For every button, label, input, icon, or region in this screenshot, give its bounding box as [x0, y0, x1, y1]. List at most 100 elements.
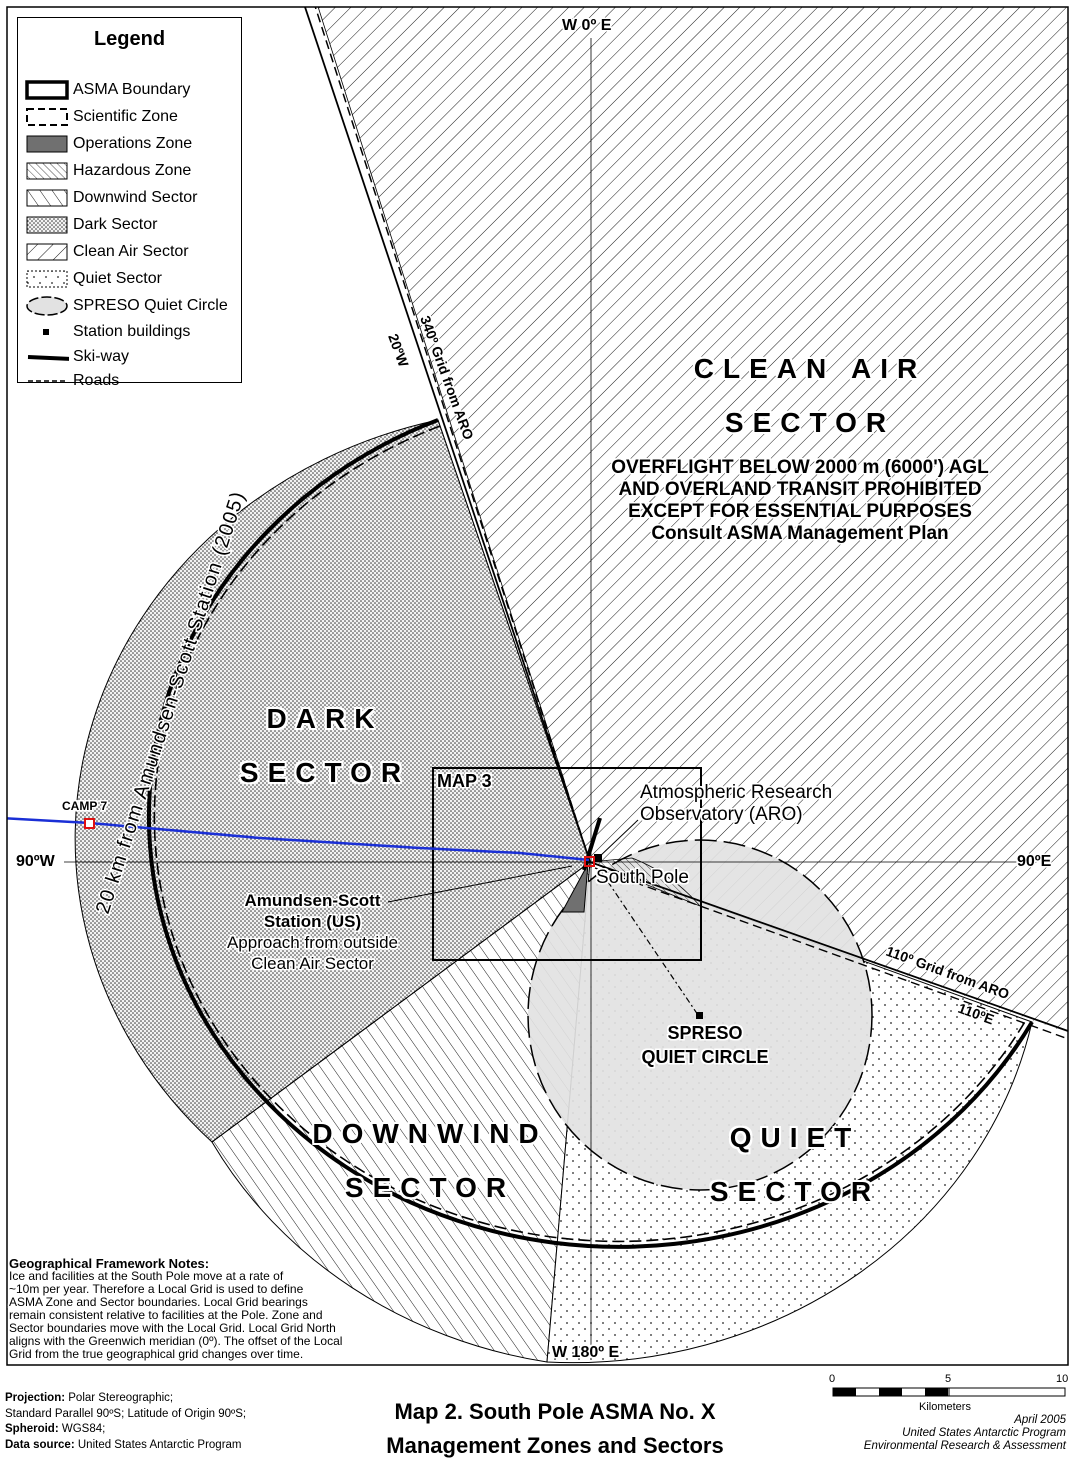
downwind-sector-swatch-icon — [26, 189, 68, 207]
aro-leader — [597, 819, 639, 859]
dark-sector-label: DARK SECTOR — [200, 692, 450, 800]
legend-label: Ski-way — [73, 348, 130, 365]
south-pole-marker — [584, 856, 595, 867]
legend-label: Station buildings — [73, 323, 191, 340]
legend-item-ski-way: Ski-way — [25, 345, 129, 369]
grid-110-line-dashed — [594, 867, 1068, 1040]
clean-air-sector-label: CLEAN AIR SECTOR — [650, 342, 970, 450]
aro-line1: Atmospheric Research — [640, 782, 833, 803]
scale-tick-10: 10 — [1056, 1373, 1069, 1385]
asma-boundary — [146, 418, 1034, 1249]
map-title: Map 2. South Pole ASMA No. X Management … — [340, 1395, 770, 1463]
clean-air-line2: SECTOR — [724, 407, 896, 438]
legend-item-operations-zone: Operations Zone — [25, 132, 192, 156]
ski-way-swatch-icon — [27, 355, 69, 361]
notice-line-1: OVERFLIGHT BELOW 2000 m (6000') AGL — [611, 457, 989, 478]
south-pole-label: South Pole — [596, 867, 689, 888]
overflight-notice: OVERFLIGHT BELOW 2000 m (6000') AGL AND … — [560, 457, 1040, 545]
downwind-sector-label: DOWNWIND SECTOR — [280, 1107, 580, 1215]
notes-line-5: Sector boundaries move with the Local Gr… — [9, 1321, 336, 1335]
spreso-circle-swatch-icon — [26, 296, 68, 316]
station-building-swatch-icon — [43, 329, 49, 335]
standard-parallel: Standard Parallel 90ºS; Latitude of Orig… — [5, 1407, 247, 1420]
meridian-left-label: 90ºW — [16, 853, 55, 870]
map3-box — [432, 767, 702, 961]
data-source-value: United States Antarctic Program — [77, 1438, 242, 1451]
spreso-center-marker — [696, 1012, 703, 1019]
meridian-top-label: W 0º E — [562, 17, 612, 34]
legend-item-roads: Roads — [25, 369, 119, 393]
aro-label: Atmospheric Research Observatory (ARO) — [640, 782, 832, 826]
notes-line-4: remain consistent relative to facilities… — [9, 1308, 323, 1322]
scientific-zone-boundary — [153, 425, 1027, 1243]
legend-label: Operations Zone — [73, 135, 193, 152]
notes-line-2: ~10m per year. Therefore a Local Grid is… — [9, 1282, 304, 1296]
legend-item-spreso-circle: SPRESO Quiet Circle — [25, 294, 228, 318]
scientific-zone-swatch-icon — [26, 108, 68, 126]
meridian-right-label: 90ºE — [1017, 853, 1052, 870]
legend-item-station-buildings: Station buildings — [25, 320, 190, 344]
camp7-label: CAMP 7 — [62, 799, 108, 813]
credit-org2: Environmental Research & Assessment — [863, 1440, 1066, 1452]
clean-air-sector-area — [305, 7, 1068, 1033]
meridian-bottom-label: W 180º E — [552, 1344, 620, 1361]
spreso-line2: QUIET CIRCLE — [641, 1047, 769, 1067]
scale-tick-0: 0 — [829, 1373, 836, 1385]
projection-key: Projection: — [5, 1392, 66, 1404]
legend-item-clean-air-sector: Clean Air Sector — [25, 240, 189, 264]
credits: April 2005 United States Antarctic Progr… — [864, 1414, 1066, 1453]
notice-line-2: AND OVERLAND TRANSIT PROHIBITED — [618, 479, 982, 500]
scale-unit: Kilometers — [919, 1401, 971, 1413]
camp7-marker — [84, 818, 95, 829]
scale-bar — [832, 1387, 1066, 1397]
meridian-20w-label: 20ºW — [385, 332, 412, 370]
clean-air-line1: CLEAN AIR — [693, 353, 927, 384]
meridian-20w — [304, 7, 591, 863]
station-label: Amundsen-Scott Station (US) Approach fro… — [200, 890, 425, 974]
station-leader — [387, 865, 573, 903]
projection-value: Polar Stereographic; — [68, 1392, 174, 1404]
legend-item-dark-sector: Dark Sector — [25, 213, 157, 237]
asma-boundary-swatch-icon — [25, 80, 69, 100]
quiet-sector-swatch-icon — [26, 270, 68, 288]
operations-zone — [561, 863, 589, 913]
credit-date: April 2005 — [1014, 1414, 1066, 1426]
data-source-key: Data source: — [5, 1438, 75, 1451]
spreso-leader — [599, 869, 699, 1016]
map-frame — [6, 6, 1069, 1366]
legend-item-hazardous-zone: Hazardous Zone — [25, 159, 191, 183]
operations-zone-swatch-icon — [26, 135, 68, 153]
approach-line1: Approach from outside — [226, 933, 399, 952]
notes-line-3: ASMA Zone and Sector boundaries. Local G… — [9, 1295, 308, 1309]
legend-label: ASMA Boundary — [73, 81, 191, 98]
grid-110-line — [589, 861, 1068, 1032]
geographical-notes: Geographical Framework Notes: Ice and fa… — [9, 1257, 394, 1361]
clean-air-sector-swatch-icon — [26, 243, 68, 261]
notes-line-1: Ice and facilities at the South Pole mov… — [9, 1269, 284, 1283]
camp7-route — [7, 817, 590, 862]
quiet-line1: QUIET — [729, 1122, 861, 1153]
spheroid-value: WGS84; — [61, 1423, 106, 1435]
meridian-20w-dashed — [314, 7, 591, 863]
downwind-sector-area — [211, 860, 591, 1363]
legend-label: Downwind Sector — [73, 189, 198, 206]
legend-panel: Legend ASMA Boundary Scientific Zone Ope… — [17, 17, 242, 389]
dark-line2: SECTOR — [239, 757, 411, 788]
notes-line-6: aligns with the Greenwich meridian (0º).… — [9, 1334, 343, 1348]
dark-line1: DARK — [266, 703, 384, 734]
legend-label: Clean Air Sector — [73, 243, 189, 260]
grid-340-line — [437, 419, 591, 863]
legend-item-asma-boundary: ASMA Boundary — [25, 78, 190, 102]
legend-title: Legend — [93, 28, 166, 50]
spheroid-key: Spheroid: — [5, 1423, 59, 1435]
legend-label: Dark Sector — [73, 216, 158, 233]
hazardous-zone-swatch-icon — [26, 162, 68, 180]
map-title-line1: Map 2. South Pole ASMA No. X — [394, 1399, 716, 1424]
legend-label: SPRESO Quiet Circle — [73, 297, 228, 314]
roads-swatch-icon — [28, 380, 67, 382]
legend-label: Roads — [73, 372, 120, 389]
map3-label: MAP 3 — [437, 771, 492, 791]
dark-sector-swatch-icon — [26, 216, 68, 234]
notes-title: Geographical Framework Notes: — [9, 1256, 210, 1271]
